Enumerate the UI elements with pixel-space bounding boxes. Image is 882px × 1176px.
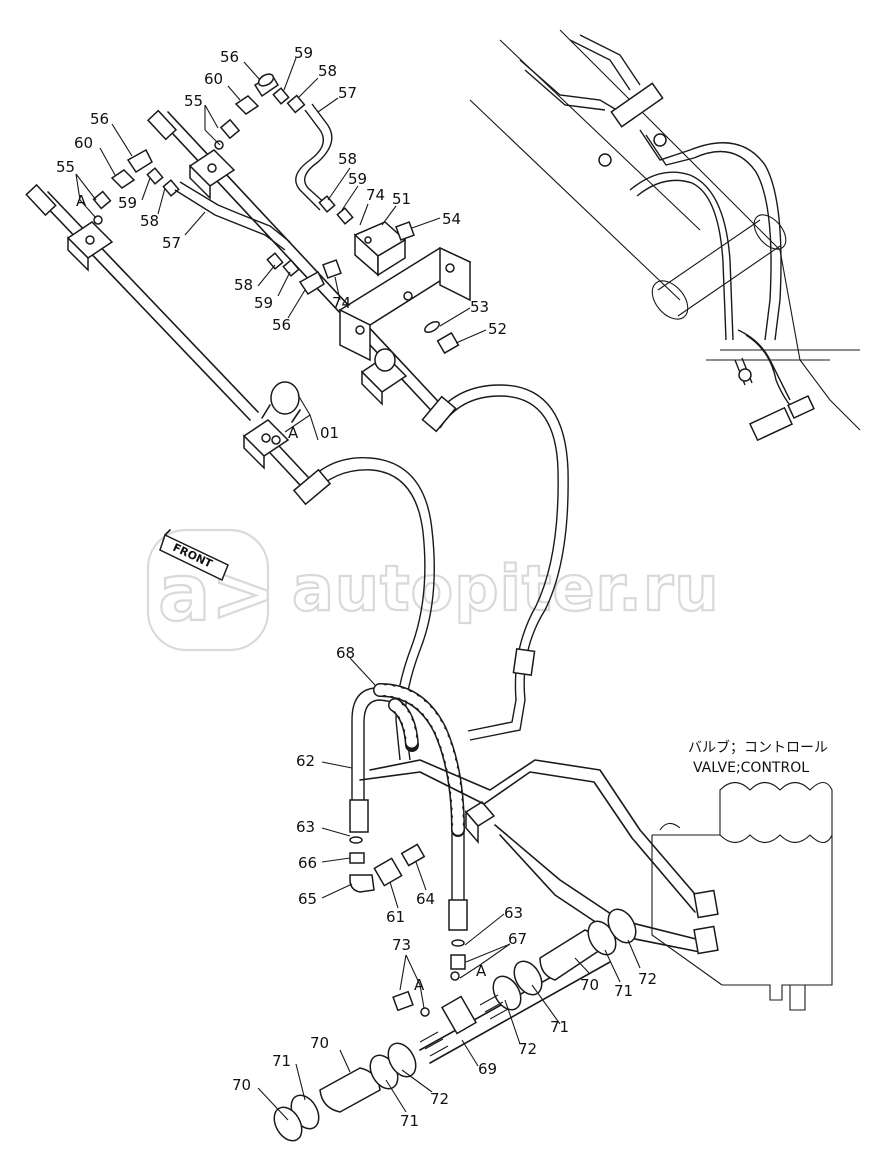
label-73: 73: [392, 936, 411, 954]
label-74: 74: [366, 186, 385, 204]
label-65: 65: [298, 890, 317, 908]
label-A: A: [288, 424, 299, 442]
upper-pipes: [25, 109, 449, 486]
label-69: 69: [478, 1060, 497, 1078]
long-hoses: [292, 384, 569, 931]
label-66: 66: [298, 854, 317, 872]
label-58: 58: [338, 150, 357, 168]
label-74: 74: [332, 294, 351, 312]
label-56: 56: [272, 316, 291, 334]
label-56: 56: [220, 48, 239, 66]
leader-lines: [75, 57, 641, 1121]
fittings-bottom: [349, 836, 466, 1017]
label-60: 60: [204, 70, 223, 88]
label-72: 70: [232, 1076, 251, 1094]
part-labels: 56 59 58 60 55 57 56 60 55 A 59 58 57 58…: [56, 44, 657, 1130]
fittings-top: [92, 73, 460, 445]
label-57: 57: [338, 84, 357, 102]
label-71: 71: [400, 1112, 419, 1130]
label-63: 63: [296, 818, 315, 836]
boom-assembly-sketch: [469, 29, 861, 442]
label-53: 53: [470, 298, 489, 316]
label-58: 58: [318, 62, 337, 80]
label-58: 58: [234, 276, 253, 294]
label-61: 61: [386, 908, 405, 926]
label-62: 62: [296, 752, 315, 770]
label-A: A: [414, 976, 425, 994]
label-70: 70: [580, 976, 599, 994]
valve-label-en: VALVE;CONTROL: [693, 760, 809, 776]
valve-bracket: [338, 221, 472, 362]
clamp-block: [188, 149, 236, 200]
label-59: 59: [294, 44, 313, 62]
label-59: 59: [254, 294, 273, 312]
watermark: a> autopiter.ru: [146, 528, 720, 652]
label-64: 64: [416, 890, 435, 908]
label-55: 55: [56, 158, 75, 176]
label-72: 72: [638, 970, 657, 988]
label-51: 51: [392, 190, 411, 208]
watermark-text: autopiter.ru: [292, 552, 720, 625]
armoured-hose: [373, 683, 465, 837]
label-A: A: [76, 192, 87, 210]
valve-label-jp: バルブ；コントロール: [688, 739, 828, 756]
label-67: 67: [508, 930, 527, 948]
label-59: 59: [348, 170, 367, 188]
drain-line: [273, 908, 637, 1142]
label-52: 52: [488, 320, 507, 338]
label-71: 71: [550, 1018, 569, 1036]
label-60: 60: [74, 134, 93, 152]
label-63: 63: [504, 904, 523, 922]
label-54: 54: [442, 210, 461, 228]
label-72: 72: [518, 1040, 537, 1058]
clamp-block: [66, 221, 114, 272]
front-arrow: FRONT: [159, 529, 229, 582]
label-68: 68: [336, 644, 355, 662]
label-57: 57: [162, 234, 181, 252]
clamp-block: [242, 419, 290, 470]
label-55: 55: [184, 92, 203, 110]
control-valve: [359, 759, 833, 1011]
label-58: 58: [140, 212, 159, 230]
label-59: 59: [118, 194, 137, 212]
label-56: 56: [90, 110, 109, 128]
label-70: 70: [310, 1034, 329, 1052]
label-01: 01: [320, 424, 339, 442]
label-72: 72: [430, 1090, 449, 1108]
label-71: 71: [614, 982, 633, 1000]
label-71: 71: [272, 1052, 291, 1070]
label-A: A: [476, 962, 487, 980]
